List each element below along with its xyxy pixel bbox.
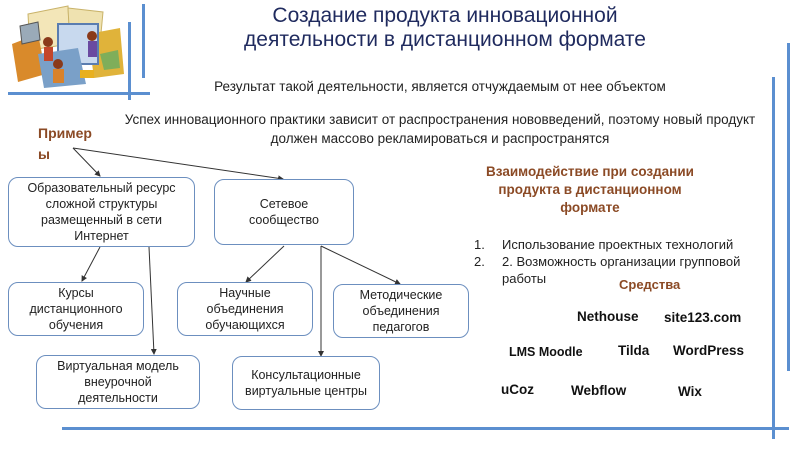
tool-lms-moodle: LMS Moodle (509, 345, 583, 359)
subtitle: Результат такой деятельности, является о… (214, 79, 666, 94)
arrow-edu-to-virtual-model (148, 246, 157, 355)
tool-nethouse: Nethouse (577, 309, 639, 324)
tool-wordpress: WordPress (673, 343, 745, 358)
tools-title: Средства (619, 277, 681, 292)
arrow-examples-to-edu-resource (72, 147, 101, 177)
arrow-network-to-student-assoc (245, 245, 285, 283)
interaction-title: Взаимодействие при создании продукта в д… (486, 164, 694, 215)
list-number: 2. (474, 254, 485, 269)
examples-label-line2: ы (38, 146, 50, 162)
decor-line-right-inner (772, 77, 775, 439)
arrow-network-to-teacher-assoc (320, 245, 401, 285)
arrow-edu-to-courses (81, 246, 101, 282)
node-edu-resource: Образовательный ресурс сложной структуры… (8, 177, 195, 247)
decor-line-left-outer (142, 4, 145, 78)
decor-line-top-horizontal (8, 92, 150, 95)
examples-label-line1: Пример (38, 125, 92, 141)
education-clipart-icon (8, 4, 128, 90)
interaction-list-item: 2. 2. Возможность организации групповой … (474, 253, 744, 287)
node-student-associations: Научные объединения обучающихся (177, 282, 313, 336)
examples-label: Пример ы (38, 123, 100, 165)
list-text: Использование проектных технологий (502, 237, 734, 252)
page-title: Создание продукта инновационной деятельн… (244, 4, 646, 51)
tool-tilda: Tilda (618, 343, 650, 358)
interaction-list: 1. Использование проектных технологий 2.… (474, 236, 744, 287)
list-number: 1. (474, 237, 485, 252)
tool-wix: Wix (678, 384, 702, 399)
node-consult-centers: Консультационные виртуальные центры (232, 356, 380, 410)
tool-ucoz: uCoz (501, 382, 534, 397)
intro-paragraph: Успех инновационного практики зависит от… (124, 112, 756, 146)
node-network-community: Сетевое сообщество (214, 179, 354, 245)
decor-line-left-inner (128, 22, 131, 100)
node-teacher-associations: Методические объединения педагогов (333, 284, 469, 338)
tool-webflow: Webflow (571, 383, 627, 398)
list-text: 2. Возможность организации групповой раб… (502, 254, 741, 286)
arrow-examples-to-network (72, 147, 284, 182)
decor-line-right-outer (787, 43, 790, 371)
node-virtual-model: Виртуальная модель внеурочной деятельнос… (36, 355, 200, 409)
tool-site123: site123.com (664, 310, 742, 325)
interaction-list-item: 1. Использование проектных технологий (474, 236, 744, 253)
node-courses: Курсы дистанционного обучения (8, 282, 144, 336)
decor-line-bottom-horizontal (62, 427, 789, 430)
